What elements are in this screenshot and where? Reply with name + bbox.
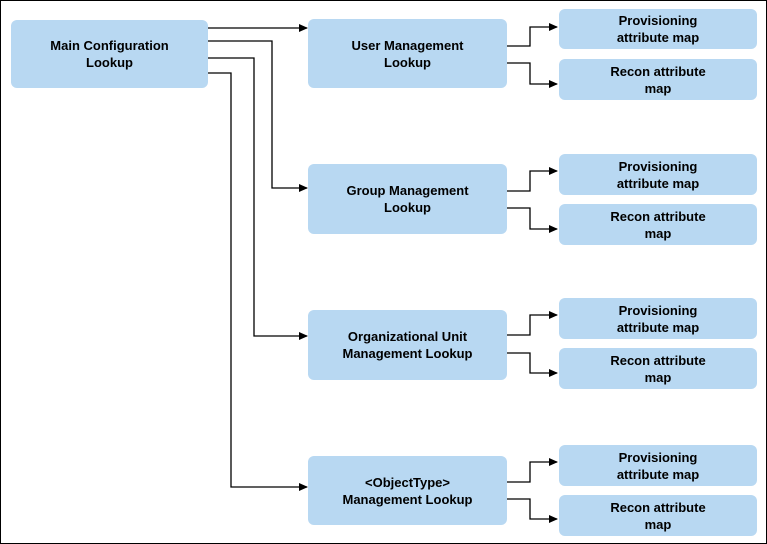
main-label-line1: Main Configuration [50,38,169,53]
recon-label-line2: map [644,80,672,96]
user-label-line2: Lookup [384,54,431,70]
objecttype-management-lookup-box: <ObjectType>Management Lookup [308,456,507,525]
provisioning-label-line1: Provisioning [618,302,698,318]
connector-ou-to-recon [507,352,558,377]
recon-label-line1: Recon attribute [610,352,706,368]
connector-group-to-provisioning [507,167,558,192]
provisioning-label-line2: attribute map [616,30,700,45]
recon-label-line1: Recon attribute [610,208,706,224]
provisioning-label-line1: Provisioning [618,158,698,174]
recon-label-line1: Recon attribute [610,499,706,515]
connector-main-to-group [208,40,308,192]
connector-user-to-recon [507,62,558,88]
objecttype-label-line2: Management Lookup [342,491,473,507]
ou-label-line1: Organizational Unit [347,329,468,344]
user-label-line1: User Management [351,37,464,53]
group-label-line1: Group Management [346,183,469,198]
provisioning-label-line2: attribute map [616,319,700,335]
provisioning-label-line2: attribute map [616,175,700,191]
connector-main-to-objecttype [208,72,308,491]
connector-objecttype-to-recon [507,498,558,523]
provisioning-label-line2: attribute map [616,466,700,482]
connector-group-to-recon [507,207,558,233]
objecttype-label-line1: <ObjectType> [364,474,450,490]
main-label-line2: Lookup [86,55,133,70]
connector-objecttype-to-provisioning [507,458,558,483]
group-label-line2: Lookup [384,200,431,215]
provisioning-label-line1: Provisioning [618,13,698,28]
recon-label-line2: map [644,516,672,532]
recon-label-line2: map [644,369,672,385]
connector-main-to-ou [208,57,308,340]
user-provisioning-map-box: Provisioning attribute map [559,9,757,49]
recon-label-line2: map [644,225,672,241]
provisioning-label-line1: Provisioning [618,449,698,465]
recon-label-line1: Recon attribute [610,63,706,79]
ou-label-line2: Management Lookup [342,346,473,361]
connector-user-to-provisioning [507,23,558,47]
connector-ou-to-provisioning [507,311,558,336]
